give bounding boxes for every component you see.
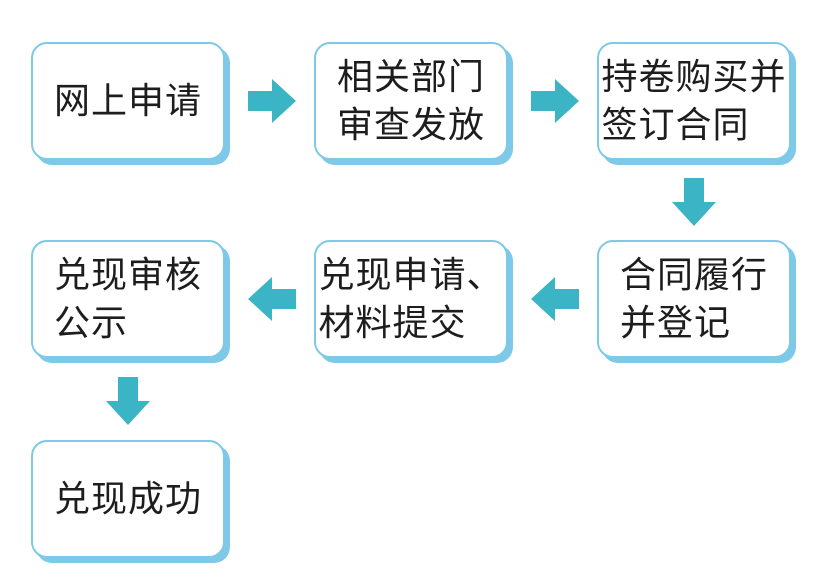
node-label: 合同履行 并登记 (620, 251, 768, 347)
node-label: 持卷购买并 签订合同 (601, 53, 786, 149)
flow-node-redemption-review-publicity: 兑现审核 公示 (31, 240, 225, 358)
node-label-line: 材料提交 (318, 302, 467, 343)
flow-node-online-application: 网上申请 (31, 42, 225, 160)
arrow-right-icon (248, 79, 296, 123)
node-label-line: 审查发放 (336, 104, 485, 145)
node-label-line: 兑现成功 (53, 478, 202, 519)
node-label-line: 公示 (53, 302, 128, 343)
flow-node-department-review-issuance: 相关部门 审查发放 (314, 42, 508, 160)
arrow-right-icon (531, 79, 579, 123)
arrow-left-icon (531, 277, 579, 321)
node-label-line: 相关部门 (336, 56, 485, 97)
node-label-line: 持卷购买并 (601, 56, 787, 97)
node-label: 兑现申请、 材料提交 (318, 251, 503, 347)
node-label-line: 兑现审核 (53, 254, 202, 295)
flow-node-contract-performance-registration: 合同履行 并登记 (597, 240, 791, 358)
node-label-line: 签订合同 (601, 104, 750, 145)
flow-node-purchase-sign-contract: 持卷购买并 签订合同 (597, 42, 791, 160)
node-label-line: 并登记 (619, 302, 731, 343)
node-label-line: 网上申请 (53, 80, 202, 121)
flow-node-redemption-application-materials: 兑现申请、 材料提交 (314, 240, 508, 358)
node-label-line: 合同履行 (619, 254, 768, 295)
node-label: 相关部门 审查发放 (337, 53, 485, 149)
node-label: 网上申请 (54, 77, 202, 125)
arrow-down-icon (672, 178, 716, 226)
node-label-line: 兑现申请、 (318, 254, 504, 295)
flow-node-redemption-success: 兑现成功 (31, 440, 225, 558)
node-label: 兑现成功 (54, 475, 202, 523)
arrow-left-icon (248, 277, 296, 321)
node-label: 兑现审核 公示 (54, 251, 202, 347)
arrow-down-icon (106, 377, 150, 425)
